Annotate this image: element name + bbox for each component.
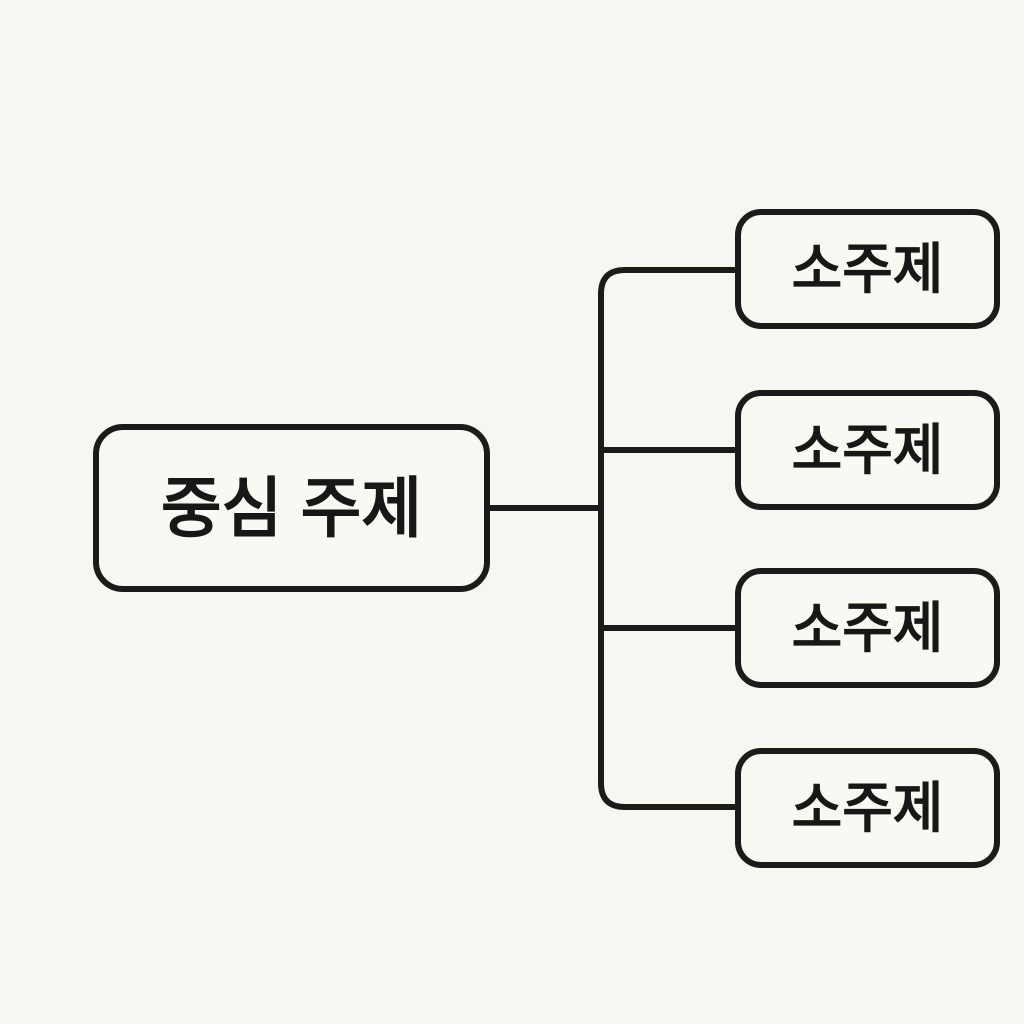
subtopic-node-3: 소주제	[735, 568, 1000, 688]
subtopic-label: 소주제	[791, 596, 944, 659]
subtopic-label: 소주제	[791, 237, 944, 300]
subtopic-label: 소주제	[791, 776, 944, 839]
connector-spine	[598, 267, 737, 810]
central-topic-label: 중심 주제	[160, 471, 423, 545]
subtopic-node-2: 소주제	[735, 390, 1000, 510]
subtopic-node-4: 소주제	[735, 748, 1000, 868]
central-topic-node: 중심 주제	[93, 424, 490, 592]
subtopic-label: 소주제	[791, 418, 944, 481]
subtopic-node-1: 소주제	[735, 209, 1000, 329]
